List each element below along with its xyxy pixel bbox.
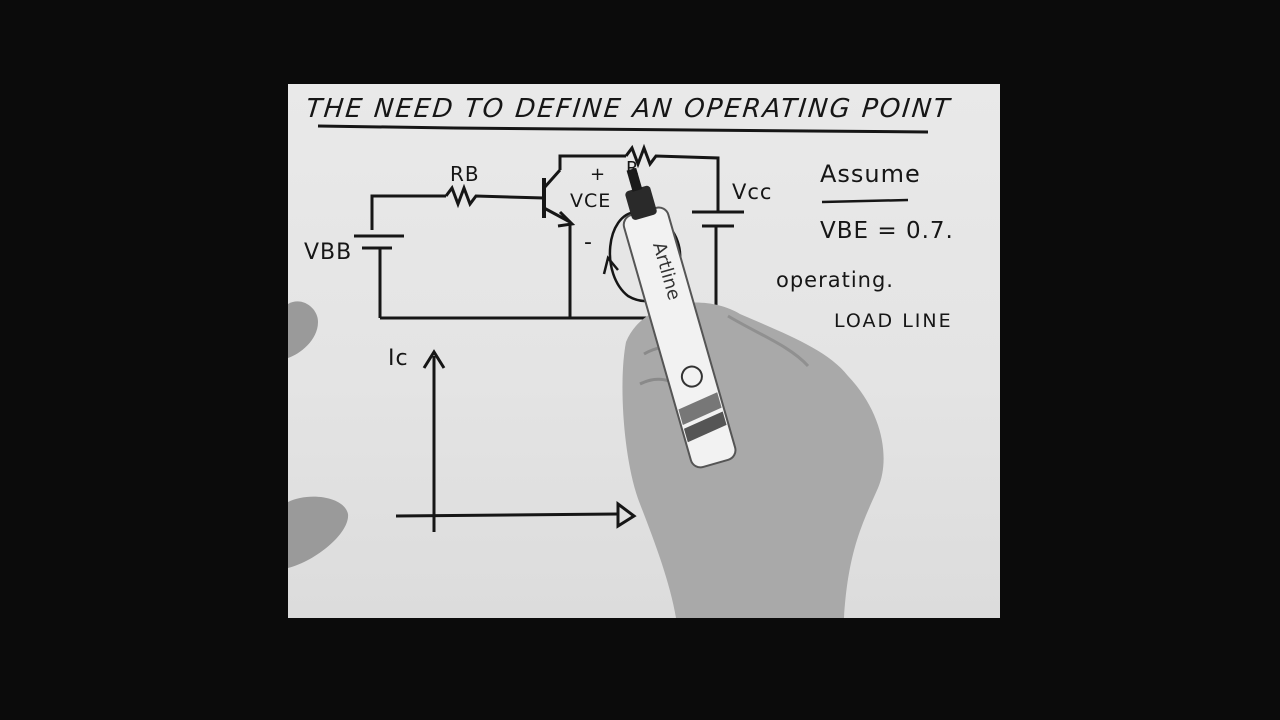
- circuit-drawing: Artline: [288, 124, 929, 618]
- collector-wire: [558, 154, 626, 170]
- title-underline-1: [317, 124, 455, 130]
- rb-label: RB: [450, 162, 480, 186]
- assume-note: Assume: [820, 160, 921, 188]
- hand-with-marker: Artline: [622, 167, 884, 618]
- note-underline: [821, 198, 909, 204]
- title-underline-2: [453, 126, 929, 134]
- left-thumb-top: [288, 301, 318, 358]
- vbe-note: VBE = 0.7.: [820, 218, 954, 244]
- left-thumb-bottom: [288, 496, 349, 568]
- vce-minus-label: -: [584, 230, 593, 255]
- whiteboard: Artline THE NEED TO DEFINE AN OPERATING …: [288, 84, 1000, 618]
- vce-plus-label: +: [590, 164, 607, 185]
- graph-x-axis: [395, 512, 619, 518]
- emitter-arrow: [557, 210, 576, 228]
- graph-x-arrow: [616, 501, 637, 529]
- load-line-note: LOAD LINE: [834, 310, 953, 332]
- vbb-label: VBB: [304, 240, 353, 265]
- vce-label: VCE: [570, 190, 612, 212]
- vcc-label: Vcc: [732, 180, 773, 204]
- transistor-collector: [542, 169, 562, 189]
- kvl-loop-arrow: [602, 255, 619, 275]
- operating-note: operating.: [776, 268, 894, 292]
- rc-label: R: [626, 158, 640, 179]
- rb-resistor: [444, 183, 545, 209]
- rc-resistor: [624, 143, 720, 212]
- ic-axis-label: Ic: [388, 346, 409, 371]
- graph-y-arrow: [422, 349, 446, 369]
